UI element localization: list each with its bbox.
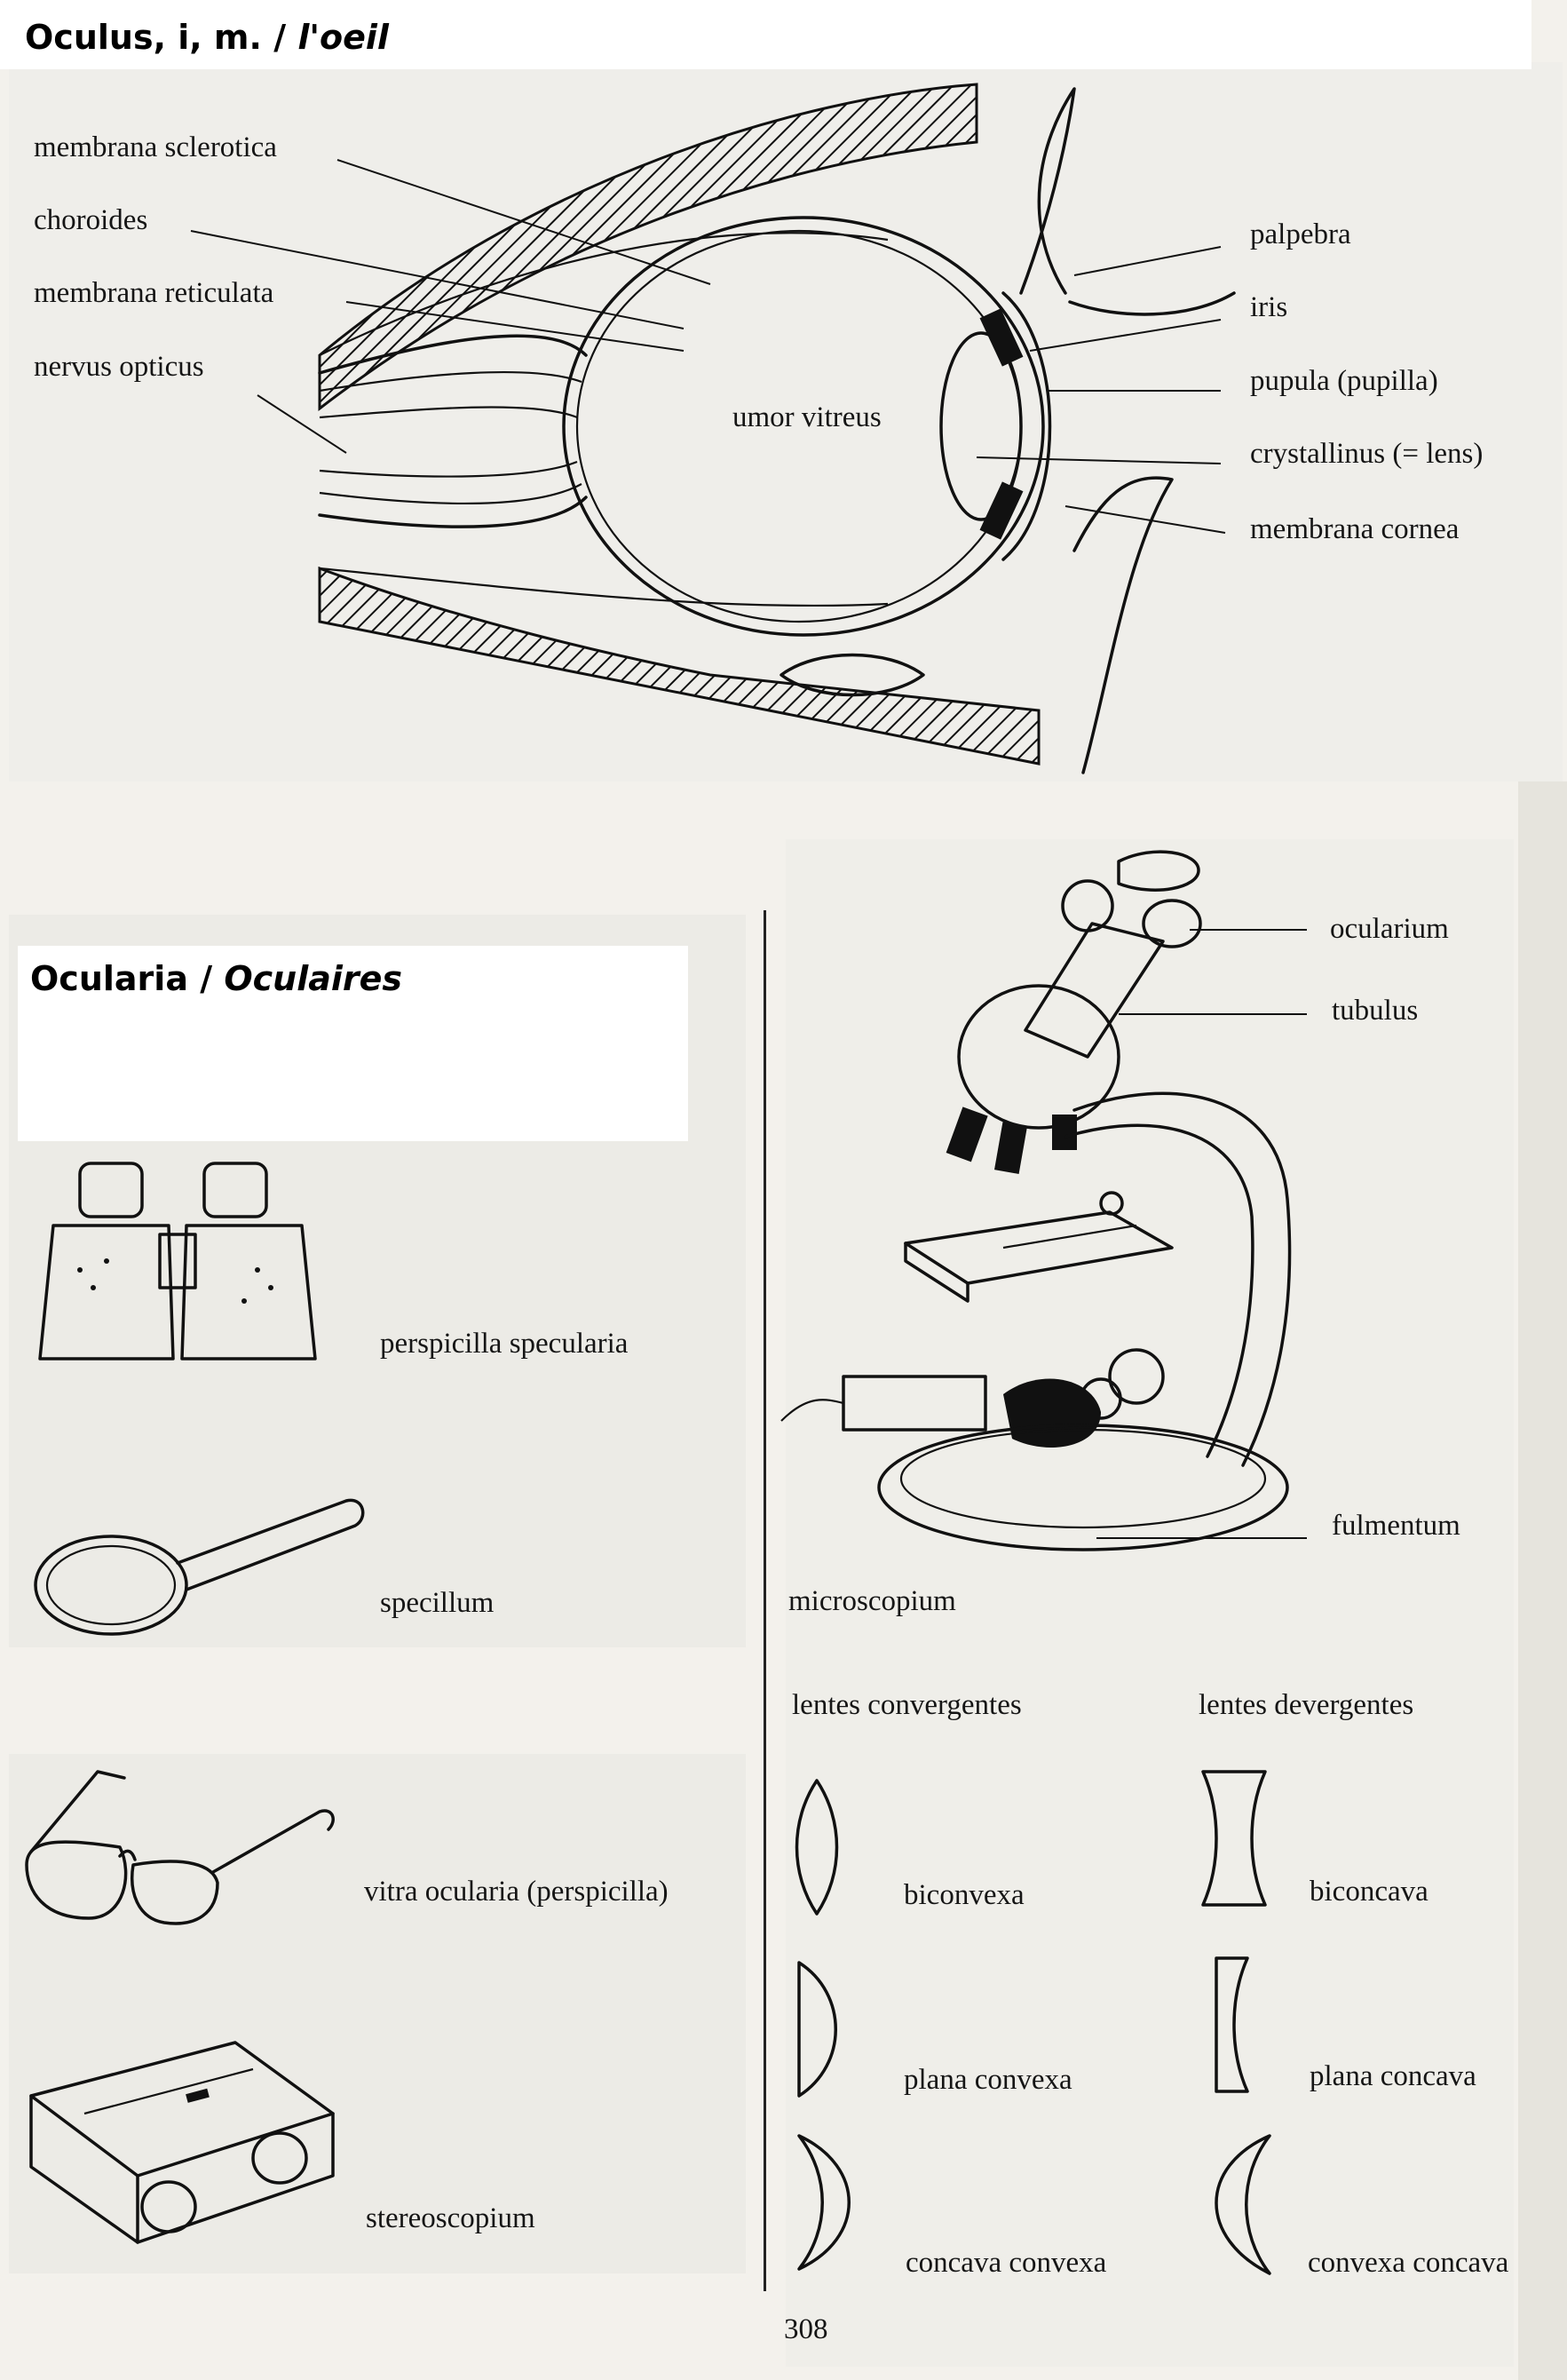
label-crystallinus: crystallinus (= lens) — [1250, 438, 1484, 470]
eye-heading-french: l'oeil — [297, 18, 389, 57]
label-concava-convexa: concava convexa — [906, 2247, 1107, 2279]
lens-plano-concave-icon — [1215, 1956, 1249, 2093]
microscope-illustration — [780, 850, 1307, 1551]
lenses-divergent-title: lentes devergentes — [1199, 1689, 1414, 1721]
label-tubulus: tubulus — [1332, 995, 1419, 1027]
lens-plano-convex-icon — [797, 1961, 837, 2098]
label-palpebra: palpebra — [1250, 218, 1351, 250]
ocularia-heading-french: Oculaires — [224, 959, 403, 998]
label-plana-concava: plana concava — [1310, 2060, 1476, 2092]
label-biconcava: biconcava — [1310, 1876, 1429, 1908]
binoculars-illustration — [38, 1162, 317, 1361]
label-stereoscope: stereoscopium — [366, 2202, 535, 2234]
label-nervus-opticus: nervus opticus — [34, 351, 204, 383]
stereoscope-illustration — [29, 2041, 335, 2244]
glasses-panel — [9, 1754, 746, 2273]
label-iris: iris — [1250, 291, 1288, 323]
eye-panel — [9, 62, 1563, 781]
right-edge-strip — [1518, 781, 1567, 2380]
label-umor-vitreus: umor vitreus — [732, 401, 882, 433]
lens-biconvex-icon — [795, 1779, 839, 1916]
lens-concave-convex-icon — [797, 2134, 851, 2271]
label-membrana-sclerotica: membrana sclerotica — [34, 131, 277, 163]
ocularia-heading-latin: Ocularia / — [30, 959, 213, 998]
label-pupula: pupula (pupilla) — [1250, 365, 1438, 397]
glasses-illustration — [25, 1770, 335, 1925]
label-ocularium: ocularium — [1330, 913, 1449, 945]
ocularia-heading: Ocularia / Oculaires — [30, 959, 402, 998]
magnifier-illustration — [34, 1498, 365, 1636]
ocularia-heading-box — [18, 946, 688, 1141]
label-plana-convexa: plana convexa — [904, 2064, 1072, 2096]
lens-biconcave-icon — [1201, 1770, 1267, 1907]
label-membrana-reticulata: membrana reticulata — [34, 277, 274, 309]
label-choroides: choroides — [34, 204, 148, 236]
lens-convex-concave-icon — [1215, 2134, 1271, 2275]
label-convexa-concava: convexa concava — [1308, 2247, 1509, 2279]
page-number: 308 — [784, 2313, 828, 2345]
eye-heading-latin: Oculus, i, m. / — [25, 18, 287, 57]
label-binoculars: perspicilla specularia — [380, 1328, 629, 1360]
label-magnifier: specillum — [380, 1587, 495, 1619]
vertical-divider — [764, 910, 766, 2291]
label-fulmentum: fulmentum — [1332, 1510, 1460, 1542]
label-biconvexa: biconvexa — [904, 1879, 1025, 1911]
eye-heading-box — [0, 0, 1531, 69]
lenses-convergent-title: lentes convergentes — [792, 1689, 1022, 1721]
eye-diagram — [190, 83, 1236, 774]
label-microscopium: microscopium — [788, 1585, 956, 1617]
label-glasses: vitra ocularia (perspicilla) — [364, 1876, 669, 1908]
label-membrana-cornea: membrana cornea — [1250, 513, 1460, 545]
eye-heading: Oculus, i, m. / l'oeil — [25, 18, 389, 57]
